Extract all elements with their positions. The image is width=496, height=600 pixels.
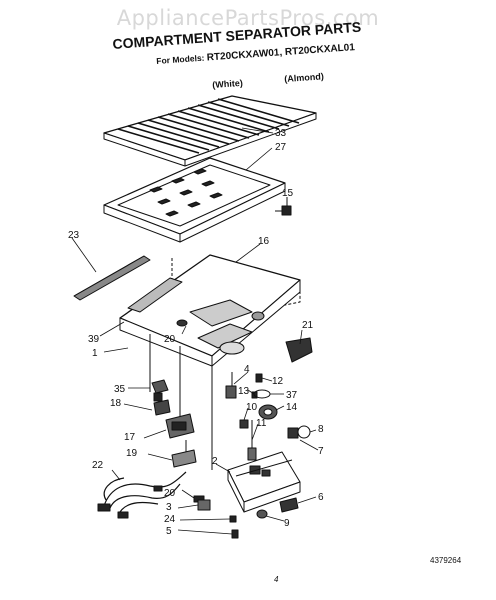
part-5-screw: [231, 529, 239, 539]
label-part-14: 14: [286, 402, 298, 413]
part-labels: 33 27 15 23 16 39 21 20 1 4 12 35 13 37 …: [68, 128, 324, 537]
part-35-bracket: [151, 379, 169, 402]
label-part-13: 13: [238, 386, 250, 397]
part-33-grille: [103, 95, 317, 167]
part-1-separator: [119, 254, 301, 470]
part-19-mount: [171, 440, 197, 468]
label-part-24: 24: [164, 514, 176, 525]
page-number: 4: [274, 575, 279, 584]
label-part-5: 5: [166, 526, 172, 537]
leader-lines: [71, 127, 319, 535]
label-part-11: 11: [256, 418, 267, 429]
label-part-8: 8: [318, 424, 324, 435]
label-part-33: 33: [275, 128, 287, 139]
part-3-bracket: [197, 499, 211, 511]
label-part-17: 17: [124, 432, 136, 443]
part-18-cover: [153, 399, 171, 416]
part-6-connector: [279, 497, 299, 513]
label-part-19: 19: [126, 448, 138, 459]
label-part-27: 27: [275, 142, 287, 153]
part-22-wire-harness: [97, 471, 187, 519]
part-15-fastener: [275, 197, 292, 216]
part-2-housing: [227, 451, 301, 513]
label-part-1: 1: [92, 348, 98, 359]
watermark: AppliancePartsPros.com: [116, 6, 380, 30]
part-23-strip: [73, 255, 151, 301]
part-17-control: [165, 413, 195, 439]
part-14-gear: [258, 404, 278, 420]
label-part-7: 7: [318, 446, 324, 457]
part-4-sensor: [225, 372, 237, 399]
label-part-16: 16: [258, 236, 270, 247]
label-part-37: 37: [286, 390, 298, 401]
label-part-39: 39: [88, 334, 100, 345]
label-part-20-upper: 20: [164, 334, 176, 345]
label-part-22: 22: [92, 460, 104, 471]
part-9-grommet: [256, 509, 268, 519]
label-part-20-lower: 20: [164, 488, 176, 499]
label-part-35: 35: [114, 384, 126, 395]
label-part-21: 21: [302, 320, 314, 331]
part-12-screw: [255, 373, 263, 383]
label-part-18: 18: [110, 398, 122, 409]
label-part-12: 12: [272, 376, 284, 387]
label-part-4: 4: [244, 364, 250, 375]
label-part-10: 10: [246, 402, 258, 413]
label-part-23: 23: [68, 230, 80, 241]
part-8-knob: [287, 425, 311, 439]
label-part-3: 3: [166, 502, 172, 513]
part-10-clip: [239, 419, 249, 429]
figure-number: 4379264: [430, 556, 462, 565]
part-24-screw: [229, 515, 237, 523]
label-part-6: 6: [318, 492, 324, 503]
part-27-frame: [103, 157, 286, 243]
label-part-2: 2: [212, 456, 218, 467]
label-part-15: 15: [282, 188, 294, 199]
part-21-damper: [285, 337, 313, 363]
label-part-9: 9: [284, 518, 290, 529]
